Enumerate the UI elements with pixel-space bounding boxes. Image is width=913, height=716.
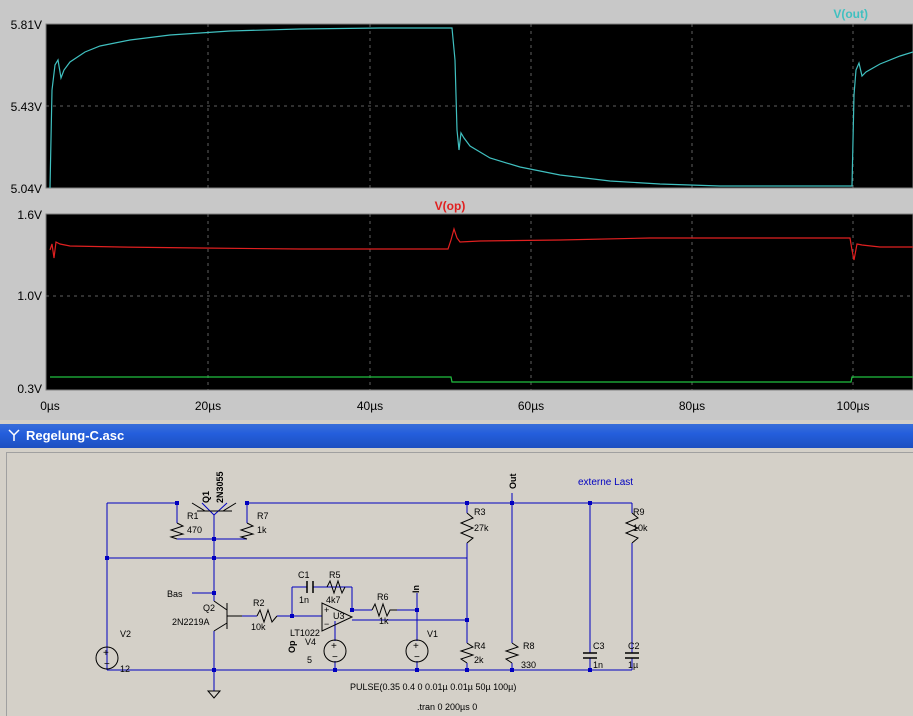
lower-y-tick: 1.0V [17, 289, 42, 303]
pulse-directive[interactable]: PULSE(0.35 0.4 0 0.01µ 0.01µ 50µ 100µ) [350, 682, 516, 692]
trace-green[interactable] [50, 376, 913, 383]
schematic-app-icon[interactable] [6, 427, 22, 443]
trace-vout[interactable] [49, 27, 913, 189]
svg-text:−: − [104, 659, 110, 670]
r8-value: 330 [521, 660, 536, 670]
r2-ref: R2 [253, 598, 265, 608]
r4-ref: R4 [474, 641, 486, 651]
x-tick: 100µs [837, 399, 870, 413]
r9-value: 10k [633, 523, 648, 533]
extern-label: externe Last [578, 477, 633, 488]
svg-text:+: + [103, 648, 109, 659]
c1-ref: C1 [298, 570, 310, 580]
upper-y-tick: 5.81V [11, 18, 42, 32]
trace-vop[interactable] [49, 226, 913, 261]
resistor-symbols[interactable] [169, 512, 640, 664]
lower-pane[interactable] [46, 214, 913, 390]
c1-value: 1n [299, 595, 309, 605]
u3-value: LT1022 [290, 628, 320, 638]
schematic-window: Regelung-C.asc [0, 420, 913, 716]
tran-directive[interactable]: .tran 0 200µs 0 [417, 702, 477, 712]
q2-ref: Q2 [203, 603, 215, 613]
trace-label-vout[interactable]: V(out) [833, 7, 868, 21]
upper-pane-border [45, 23, 913, 189]
net-label-bas: Bas [167, 589, 183, 599]
transistor-symbols[interactable] [191, 502, 242, 632]
r7-value: 1k [257, 525, 267, 535]
svg-text:+: + [413, 641, 419, 652]
capacitor-symbols[interactable] [306, 581, 639, 659]
net-label-in: In [411, 585, 421, 593]
v1-ref: V1 [427, 629, 438, 639]
x-tick: 20µs [195, 399, 221, 413]
v4-ref: V4 [305, 637, 316, 647]
lower-y-tick: 0.3V [17, 382, 42, 396]
opamp-symbol[interactable] [321, 602, 354, 632]
schematic-canvas[interactable]: +− +− +− + − [6, 452, 913, 716]
net-label-out: Out [508, 474, 518, 490]
waveform-plot[interactable]: 5.81V 5.43V 5.04V 1.6V 1.0V 0.3V 0µs 20µ… [0, 0, 913, 420]
c3-ref: C3 [593, 641, 605, 651]
ground-icon [206, 690, 222, 699]
svg-text:−: − [414, 652, 420, 663]
voltage-source-symbols[interactable] [95, 639, 429, 670]
r5-value: 4k7 [326, 595, 341, 605]
lower-y-tick: 1.6V [17, 208, 42, 222]
v4-value: 5 [307, 655, 312, 665]
lower-pane-border [45, 213, 913, 391]
source-polarity: +− +− +− [103, 641, 420, 670]
r5-ref: R5 [329, 570, 341, 580]
v2-ref: V2 [120, 629, 131, 639]
r3-ref: R3 [474, 507, 486, 517]
v2-value: 12 [120, 664, 130, 674]
schematic-drawing[interactable]: +− +− +− + − [7, 453, 913, 716]
waveform-window: 5.81V 5.43V 5.04V 1.6V 1.0V 0.3V 0µs 20µ… [0, 0, 913, 420]
r2-value: 10k [251, 622, 266, 632]
c2-ref: C2 [628, 641, 640, 651]
svg-text:−: − [332, 652, 338, 663]
r9-ref: R9 [633, 507, 645, 517]
schematic-title: Regelung-C.asc [26, 428, 125, 443]
c2-value: 1µ [628, 660, 638, 670]
svg-text:+: + [331, 641, 337, 652]
q1-value: 2N3055 [215, 471, 225, 503]
wires [106, 493, 633, 691]
u3-ref: U3 [333, 611, 345, 621]
opamp-plus: + [324, 605, 329, 615]
r3-value: 27k [474, 523, 489, 533]
x-tick: 80µs [679, 399, 705, 413]
r1-ref: R1 [187, 511, 199, 521]
opamp-minus: − [324, 619, 329, 629]
net-label-op: Op [287, 640, 297, 653]
x-tick: 40µs [357, 399, 383, 413]
trace-label-vop[interactable]: V(op) [435, 199, 466, 213]
upper-y-tick: 5.43V [11, 100, 42, 114]
q2-value: 2N2219A [172, 617, 210, 627]
r6-ref: R6 [377, 592, 389, 602]
grid-lines [46, 24, 913, 390]
x-tick: 60µs [518, 399, 544, 413]
junction-dots [105, 501, 592, 672]
x-tick: 0µs [40, 399, 60, 413]
r6-value: 1k [379, 616, 389, 626]
q1-ref: Q1 [201, 491, 211, 503]
r4-value: 2k [474, 655, 484, 665]
upper-y-tick: 5.04V [11, 182, 42, 196]
c3-value: 1n [593, 660, 603, 670]
r1-value: 470 [187, 525, 202, 535]
r8-ref: R8 [523, 641, 535, 651]
schematic-titlebar[interactable]: Regelung-C.asc [0, 424, 913, 448]
r7-ref: R7 [257, 511, 269, 521]
